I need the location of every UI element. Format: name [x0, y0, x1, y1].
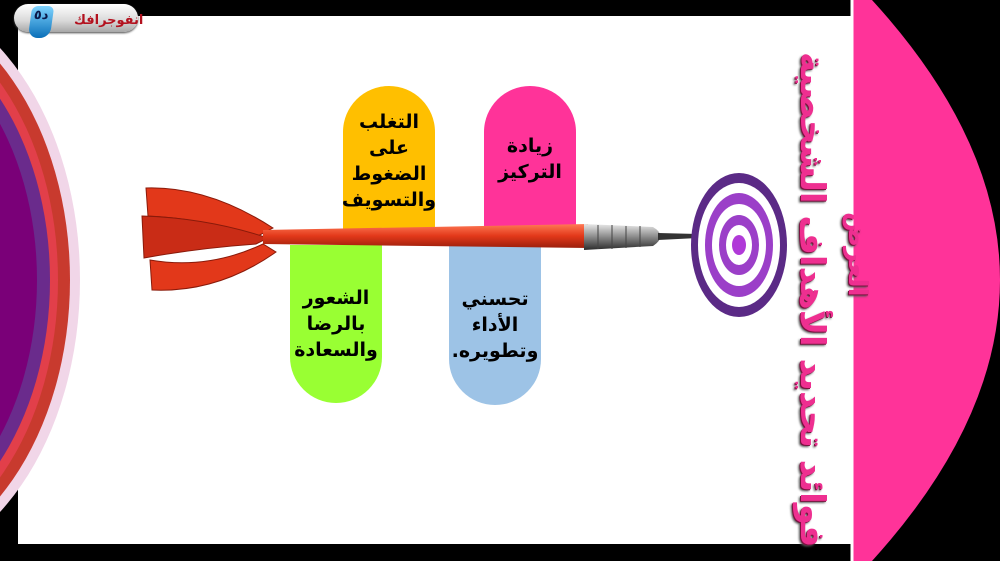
left-decorative-arcs: [0, 48, 80, 512]
infographic-badge: د٥ انفوجرافك: [14, 4, 143, 38]
badge-icon-text: د٥: [32, 8, 50, 23]
dartboard-target-icon: [691, 173, 787, 317]
right-decorative-band: [850, 0, 1000, 561]
title-sub: العرض: [842, 212, 872, 297]
title-main: فوائد تحديد الأهداف الشخصية: [792, 52, 832, 548]
badge-label: انفوجرافك: [74, 13, 144, 28]
slide-title: فوائد تحديد الأهداف الشخصية العرض: [792, 52, 882, 547]
dart-arrow-icon: [141, 187, 698, 291]
